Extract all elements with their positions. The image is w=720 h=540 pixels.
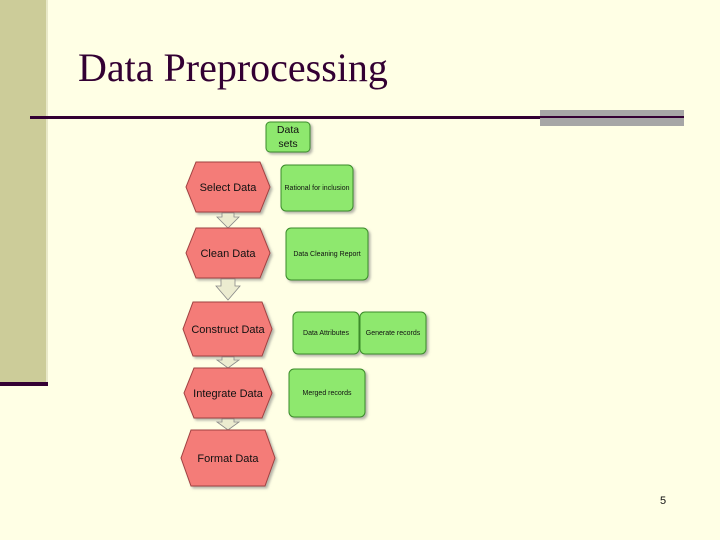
- data-attributes-label: Data Attributes: [303, 330, 349, 337]
- title-accent-bar-top: [540, 110, 684, 116]
- step-construct-data: Construct Data: [182, 301, 273, 357]
- flow-arrow-3: [215, 356, 241, 369]
- side-band-edge: [46, 0, 48, 384]
- clean-data-label: Clean Data: [200, 248, 256, 260]
- side-rule: [0, 382, 48, 386]
- artifact-merged-records: Merged records: [288, 368, 366, 418]
- step-integrate-data: Integrate Data: [183, 367, 273, 419]
- data-sets-label-line2: sets: [278, 138, 297, 150]
- artifact-data-attributes: Data Attributes: [292, 311, 360, 355]
- flow-arrow-4: [215, 418, 241, 431]
- artifact-rational-for-inclusion: Rational for inclusion: [280, 164, 354, 212]
- format-data-label: Format Data: [197, 453, 259, 465]
- construct-data-label: Construct Data: [191, 324, 265, 336]
- title-underline: [30, 116, 540, 119]
- flow-arrow-1: [216, 212, 240, 229]
- title-accent-bar-bottom: [540, 118, 684, 126]
- step-select-data: Select Data: [185, 161, 271, 213]
- integrate-data-label: Integrate Data: [193, 388, 264, 400]
- artifact-data-cleaning-report: Data Cleaning Report: [285, 227, 369, 281]
- rational-for-inclusion-label: Rational for inclusion: [285, 185, 350, 192]
- step-format-data: Format Data: [180, 429, 276, 487]
- merged-records-label: Merged records: [302, 390, 352, 397]
- artifact-generate-records: Generate records: [359, 311, 427, 355]
- title-accent-line: [540, 116, 684, 118]
- data-sets-label-line1: Data: [277, 124, 299, 136]
- side-band: [0, 0, 46, 384]
- select-data-label: Select Data: [200, 182, 258, 194]
- flow-arrow-2: [215, 278, 241, 301]
- data-sets-node: Data sets: [265, 121, 311, 153]
- step-clean-data: Clean Data: [185, 227, 271, 279]
- generate-records-label: Generate records: [366, 330, 421, 337]
- data-cleaning-report-label: Data Cleaning Report: [293, 251, 360, 258]
- slide-number: 5: [660, 495, 667, 507]
- slide-title: Data Preprocessing: [78, 45, 388, 90]
